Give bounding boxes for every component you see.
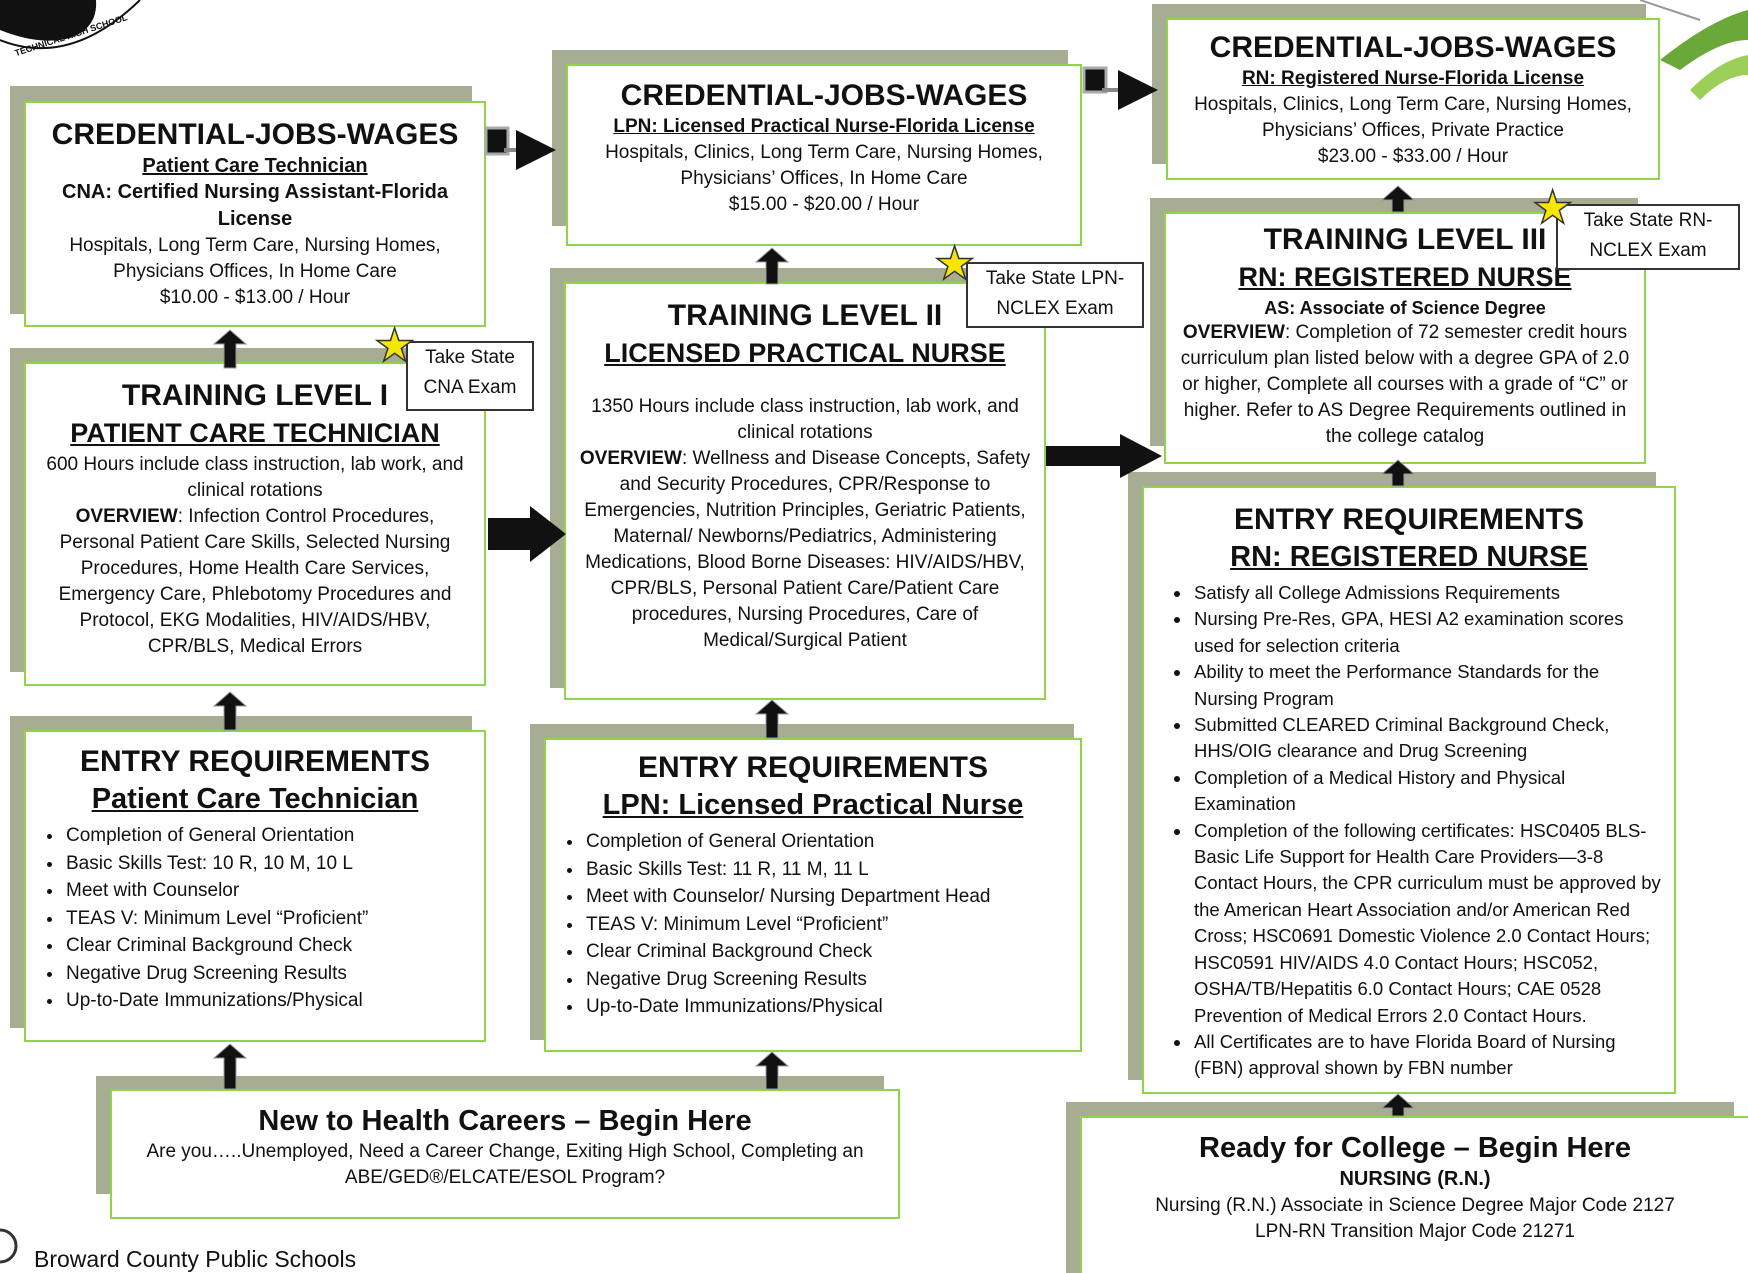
rn-places: Hospitals, Clinics, Long Term Care, Nurs… [1194,94,1632,141]
list-item: Meet with Counselor/ Nursing Department … [584,883,1070,911]
school-logo: TECHNICAL HIGH SCHOOL [0,0,141,58]
star-icon: ★ [1531,181,1574,233]
lpn-wage: $15.00 - $20.00 / Hour [728,194,920,215]
list-item: Completion of General Orientation [64,822,474,850]
ready-college-line1: Nursing (R.N.) Associate in Science Degr… [1155,1195,1675,1216]
lpn-credential-heading: CREDENTIAL-JOBS-WAGES [620,79,1028,112]
county-seal-icon [0,1228,18,1264]
lpn-credential-box: CREDENTIAL-JOBS-WAGES LPN: Licensed Prac… [566,64,1082,246]
list-item: Nursing Pre-Res, GPA, HESI A2 examinatio… [1192,606,1664,659]
ready-college-subtitle: NURSING (R.N.) [1339,1168,1491,1190]
list-item: Clear Criminal Background Check [584,938,1070,966]
lpn-places: Hospitals, Clinics, Long Term Care, Nurs… [605,142,1043,189]
rn-exam-callout: Take State RN-NCLEX Exam [1556,204,1740,270]
entry-rn-title: RN: REGISTERED NURSE [1230,541,1588,573]
training-2-heading: TRAINING LEVEL II [667,299,943,332]
list-item: Up-to-Date Immunizations/Physical [64,987,474,1015]
list-item: Basic Skills Test: 10 R, 10 M, 10 L [64,850,474,878]
footer-org: Broward County Public Schools [34,1246,357,1272]
pct-places: Hospitals, Long Term Care, Nursing Homes… [69,235,441,282]
training-3-heading: TRAINING LEVEL III [1263,223,1547,256]
entry-rn-box: ENTRY REQUIREMENTS RN: REGISTERED NURSE … [1142,486,1676,1094]
green-swoosh-decoration [1640,0,1748,100]
new-careers-heading: New to Health Careers – Begin Here [258,1105,752,1137]
rn-credential-box: CREDENTIAL-JOBS-WAGES RN: Registered Nur… [1166,18,1660,180]
pct-credential-box: CREDENTIAL-JOBS-WAGES Patient Care Techn… [24,101,486,327]
list-item: Negative Drug Screening Results [64,960,474,988]
list-item: Clear Criminal Background Check [64,932,474,960]
list-item: Ability to meet the Performance Standard… [1192,659,1664,712]
new-careers-box: New to Health Careers – Begin Here Are y… [110,1089,900,1219]
training-1-overview: OVERVIEW: Infection Control Procedures, … [58,506,452,657]
lpn-credential-title: LPN: Licensed Practical Nurse-Florida Li… [613,116,1035,137]
pct-credential-heading: CREDENTIAL-JOBS-WAGES [51,118,459,151]
rn-credential-heading: CREDENTIAL-JOBS-WAGES [1209,31,1617,64]
list-item: Negative Drug Screening Results [584,966,1070,994]
training-level-1-box: TRAINING LEVEL I PATIENT CARE TECHNICIAN… [24,362,486,686]
training-1-hours: 600 Hours include class instruction, lab… [46,454,464,501]
list-item: Up-to-Date Immunizations/Physical [584,993,1070,1021]
training-1-heading: TRAINING LEVEL I [121,379,389,412]
rn-wage: $23.00 - $33.00 / Hour [1317,146,1509,167]
list-item: Completion of General Orientation [584,828,1070,856]
list-item: All Certificates are to have Florida Boa… [1192,1029,1664,1082]
training-3-degree: AS: Associate of Science Degree [1264,298,1546,318]
training-2-overview: OVERVIEW: Wellness and Disease Concepts,… [579,448,1031,651]
lpn-exam-callout: Take State LPN-NCLEX Exam [966,262,1144,328]
list-item: TEAS V: Minimum Level “Proficient” [64,905,474,933]
training-1-title: PATIENT CARE TECHNICIAN [70,418,440,448]
training-3-overview: OVERVIEW: Completion of 72 semester cred… [1180,322,1630,447]
entry-lpn-title: LPN: Licensed Practical Nurse [602,789,1024,821]
new-careers-text: Are you…..Unemployed, Need a Career Chan… [146,1141,864,1188]
ready-college-line2: LPN-RN Transition Major Code 21271 [1255,1221,1575,1242]
rn-credential-title: RN: Registered Nurse-Florida License [1241,68,1585,89]
list-item: Satisfy all College Admissions Requireme… [1192,580,1664,606]
ready-college-heading: Ready for College – Begin Here [1199,1132,1631,1164]
entry-lpn-box: ENTRY REQUIREMENTS LPN: Licensed Practic… [544,738,1082,1052]
star-icon: ★ [933,237,976,289]
list-item: TEAS V: Minimum Level “Proficient” [584,911,1070,939]
ready-college-box: Ready for College – Begin Here NURSING (… [1080,1116,1748,1273]
entry-rn-heading: ENTRY REQUIREMENTS [1233,503,1585,536]
entry-pct-list: Completion of General OrientationBasic S… [36,822,474,1015]
star-icon: ★ [373,319,416,371]
training-level-2-box: TRAINING LEVEL II LICENSED PRACTICAL NUR… [564,282,1046,700]
entry-lpn-list: Completion of General OrientationBasic S… [556,828,1070,1021]
entry-pct-title: Patient Care Technician [91,783,419,815]
list-item: Meet with Counselor [64,877,474,905]
pct-wage: $10.00 - $13.00 / Hour [159,287,351,308]
list-item: Submitted CLEARED Criminal Background Ch… [1192,712,1664,765]
list-item: Basic Skills Test: 11 R, 11 M, 11 L [584,856,1070,884]
entry-pct-box: ENTRY REQUIREMENTS Patient Care Technici… [24,730,486,1042]
entry-rn-list: Satisfy all College Admissions Requireme… [1154,580,1664,1082]
entry-lpn-heading: ENTRY REQUIREMENTS [637,751,989,784]
training-3-title: RN: REGISTERED NURSE [1238,262,1572,292]
entry-pct-heading: ENTRY REQUIREMENTS [79,745,431,778]
pct-credential-title: Patient Care Technician [142,155,368,177]
pct-license: CNA: Certified Nursing Assistant-Florida… [62,181,448,230]
list-item: Completion of the following certificates… [1192,818,1664,1029]
list-item: Completion of a Medical History and Phys… [1192,765,1664,818]
training-2-hours: 1350 Hours include class instruction, la… [591,396,1019,443]
training-2-title: LICENSED PRACTICAL NURSE [604,338,1006,368]
